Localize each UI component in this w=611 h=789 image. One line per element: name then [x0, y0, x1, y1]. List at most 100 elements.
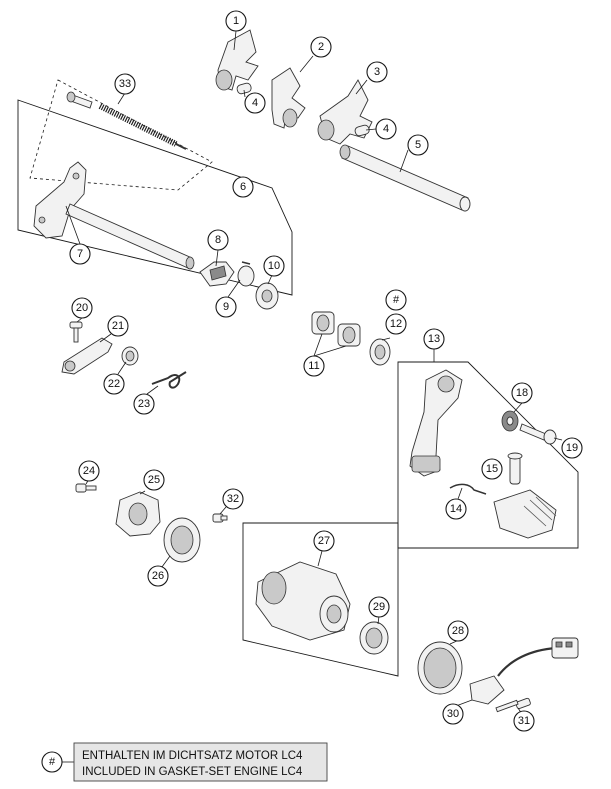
svg-text:3: 3 [374, 66, 380, 78]
svg-text:21: 21 [112, 320, 124, 332]
lever-21 [61, 337, 113, 375]
shift-lever-13 [409, 369, 463, 477]
footrest-rubber [493, 489, 557, 539]
callout-11: 11 [303, 355, 325, 377]
bolt-19 [519, 423, 557, 445]
svg-text:6: 6 [240, 181, 246, 193]
svg-text:11: 11 [308, 360, 319, 372]
shift-drum-27 [255, 561, 351, 641]
gear-position-sensor-30 [469, 637, 579, 705]
callout-12: 12 [385, 313, 407, 335]
svg-text:31: 31 [518, 715, 530, 727]
callout-32: 32 [222, 488, 244, 510]
callout-10: 10 [263, 255, 285, 277]
shift-lever-assembly-frame [397, 361, 579, 549]
callout-7: 7 [69, 243, 91, 265]
legend-line-english: INCLUDED IN GASKET-SET ENGINE LC4 [82, 766, 303, 778]
svg-text:18: 18 [516, 387, 528, 399]
svg-text:1: 1 [233, 15, 239, 27]
callout-15: 15 [481, 458, 503, 480]
callout-28: 28 [447, 620, 469, 642]
shift-fork-2 [271, 67, 306, 129]
shift-rail [339, 144, 471, 212]
callout-hash: # [385, 289, 407, 311]
svg-text:22: 22 [108, 378, 120, 390]
bearing-29 [359, 621, 389, 655]
bearing-26 [163, 517, 201, 563]
needle-bearing-right [337, 323, 361, 347]
callout-9: 9 [215, 296, 237, 318]
shaft-seal-ring [369, 338, 391, 366]
svg-text:4: 4 [252, 97, 258, 109]
svg-text:19: 19 [566, 442, 578, 454]
callout-29: 29 [368, 596, 390, 618]
svg-text:25: 25 [148, 474, 160, 486]
svg-text:10: 10 [268, 260, 280, 272]
callout-21: 21 [107, 315, 129, 337]
roller-pin-upper [236, 82, 252, 95]
legend-box [73, 742, 328, 782]
detent-spring-and-bolt [66, 91, 187, 150]
callout-1: 1 [225, 10, 247, 32]
callout-5: 5 [407, 134, 429, 156]
svg-text:24: 24 [83, 465, 95, 477]
svg-text:27: 27 [318, 535, 330, 547]
svg-text:15: 15 [486, 463, 498, 475]
pin-15 [507, 452, 523, 485]
roller-pin-lower [354, 124, 370, 137]
svg-text:5: 5 [415, 139, 421, 151]
svg-text:23: 23 [138, 398, 150, 410]
callout-25: 25 [143, 469, 165, 491]
svg-text:28: 28 [452, 625, 464, 637]
washer-18 [501, 410, 519, 432]
legend-symbol: # [41, 751, 63, 773]
callout-33: 33 [114, 73, 136, 95]
bushing-22 [121, 346, 139, 366]
svg-text:32: 32 [227, 493, 239, 505]
svg-text:29: 29 [373, 601, 385, 613]
svg-text:8: 8 [215, 234, 221, 246]
svg-text:20: 20 [76, 302, 88, 314]
callout-26: 26 [147, 565, 169, 587]
callout-4-lower: 4 [375, 118, 397, 140]
needle-bearing-left [311, 311, 335, 335]
callout-20: 20 [71, 297, 93, 319]
shift-star-25 [115, 491, 161, 537]
torsion-spring-8 [199, 261, 235, 287]
bolt-31 [495, 697, 531, 713]
shift-fork-1 [215, 29, 259, 91]
bolt-20 [69, 321, 83, 343]
legend-line-german: ENTHALTEN IM DICHTSATZ MOTOR LC4 [82, 750, 303, 762]
svg-text:26: 26 [152, 570, 164, 582]
svg-text:30: 30 [447, 708, 459, 720]
callout-31: 31 [513, 710, 535, 732]
washer-9 [237, 261, 255, 287]
spring-kit-dashed-frame [29, 79, 213, 191]
sealing-ring-28 [417, 641, 463, 695]
bolt-32 [212, 513, 228, 523]
legend: # ENTHALTEN IM DICHTSATZ MOTOR LC4 INCLU… [41, 742, 328, 782]
clip-14 [449, 483, 487, 495]
callout-19: 19 [561, 437, 583, 459]
svg-text:12: 12 [390, 318, 402, 330]
bolt-24 [75, 483, 97, 493]
svg-text:#: # [49, 756, 56, 768]
callout-18: 18 [511, 382, 533, 404]
callout-6: 6 [232, 176, 254, 198]
spring-23 [151, 371, 187, 389]
callout-30: 30 [442, 703, 464, 725]
svg-text:33: 33 [119, 78, 131, 90]
callout-4-upper: 4 [244, 92, 266, 114]
callout-23: 23 [133, 393, 155, 415]
callout-2: 2 [310, 36, 332, 58]
callout-14: 14 [445, 498, 467, 520]
callout-3: 3 [366, 61, 388, 83]
svg-text:7: 7 [77, 248, 83, 260]
svg-text:14: 14 [450, 503, 462, 515]
svg-text:4: 4 [383, 123, 389, 135]
washer-10 [255, 282, 279, 310]
callout-27: 27 [313, 530, 335, 552]
svg-text:9: 9 [223, 301, 229, 313]
shift-drum-assembly-frame [242, 522, 399, 677]
